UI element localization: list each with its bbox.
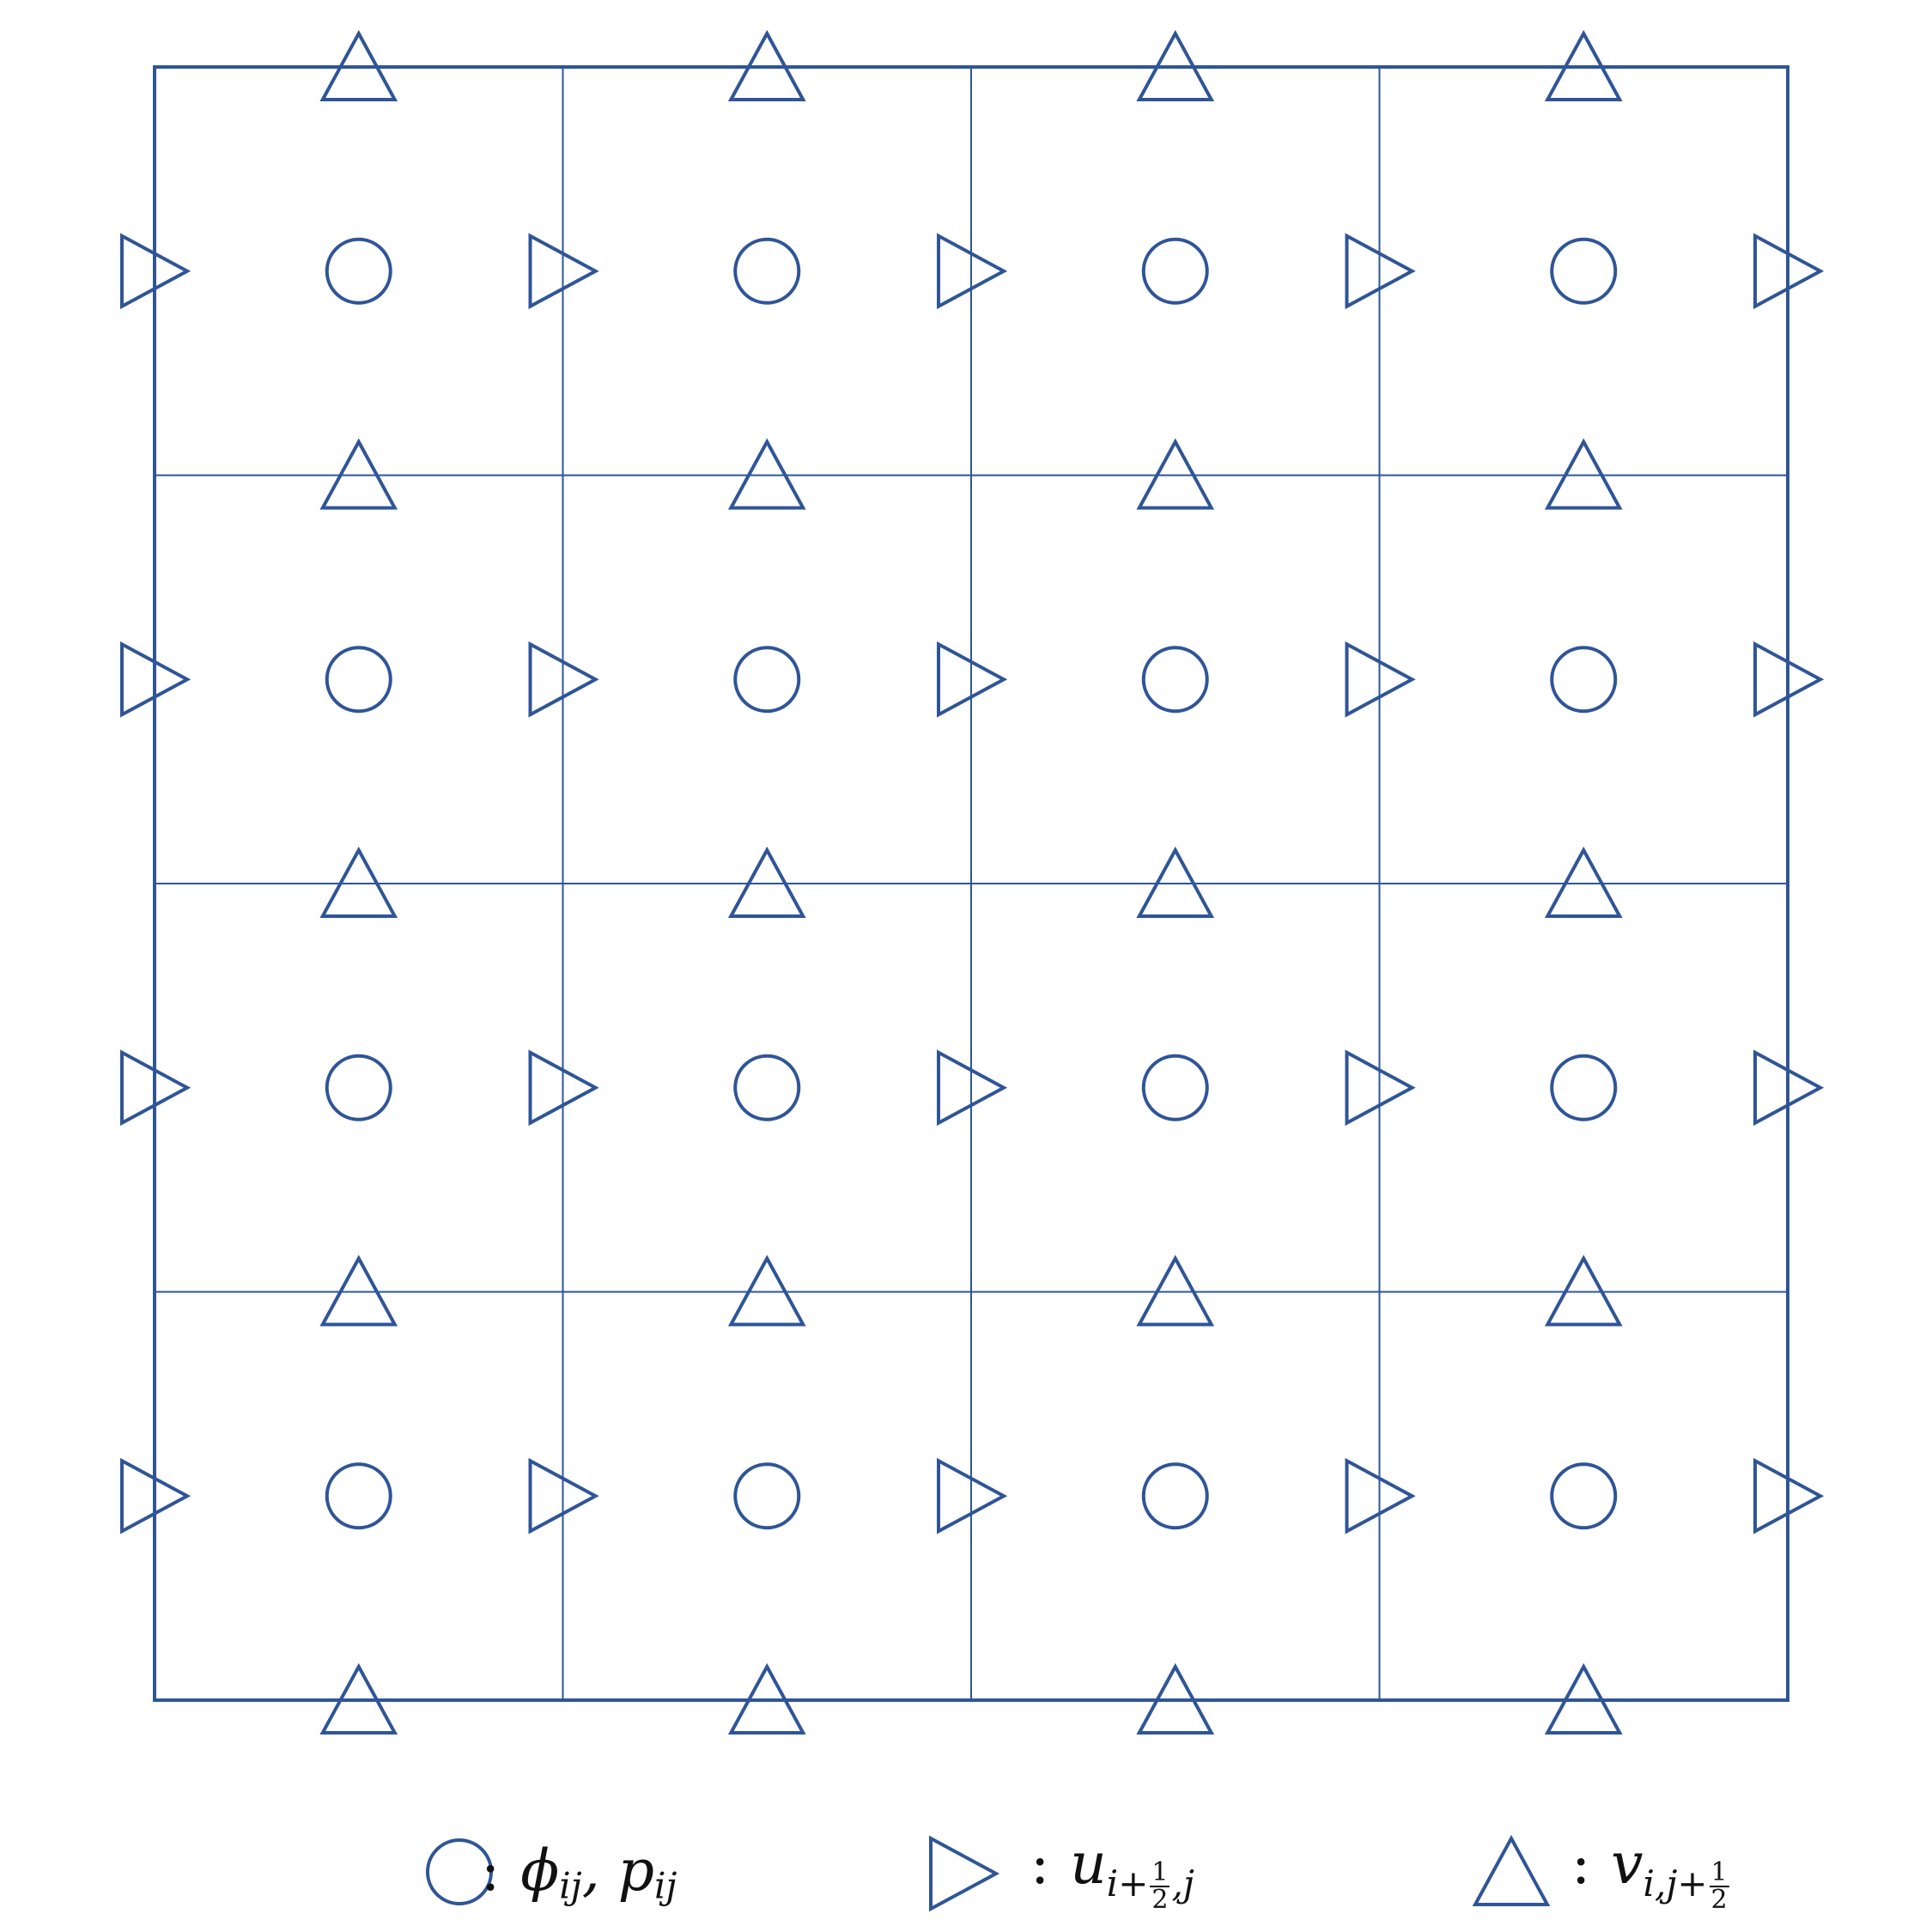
v-face-triangle-marker [1136, 438, 1215, 510]
v-face-triangle-marker [319, 29, 398, 101]
v-face-triangle-marker [1136, 29, 1215, 101]
u-face-triangle-marker [120, 233, 191, 310]
v-face-triangle-marker [727, 846, 806, 918]
grid-lines [153, 65, 1789, 1702]
u-face-triangle-marker [120, 641, 191, 718]
legend-right-triangle-icon [929, 1835, 1000, 1912]
cell-center-circle-marker [1141, 646, 1209, 714]
legend-icons [426, 1834, 1551, 1912]
u-face-triangle-marker [1753, 641, 1825, 718]
v-face-triangle-marker [319, 846, 398, 918]
u-face-triangle-marker [1345, 1049, 1416, 1127]
v-face-triangle-marker [727, 438, 806, 510]
v-face-triangle-marker [727, 29, 806, 101]
cell-center-circle-marker [325, 646, 392, 714]
cell-center-circle-marker [1141, 1462, 1209, 1530]
u-face-triangle-marker [1753, 1457, 1825, 1534]
cell-center-circle-marker [1550, 237, 1618, 305]
u-face-triangle-marker [1753, 1049, 1825, 1127]
cell-center-circle-marker [733, 237, 801, 305]
v-face-triangle-marker [1136, 1255, 1215, 1327]
cell-center-circle-marker [733, 1462, 801, 1530]
cell-center-circle-marker [733, 1054, 801, 1121]
u-face-triangle-marker [937, 1049, 1008, 1127]
legend-circle-label: :ϕij, pij [481, 1837, 677, 1907]
v-face-triangle-marker [1544, 1255, 1623, 1327]
v-face-triangle-marker [727, 1662, 806, 1735]
v-face-triangle-marker [727, 1255, 806, 1327]
u-face-triangle-marker [937, 641, 1008, 718]
v-face-triangle-marker [319, 1662, 398, 1735]
u-face-triangle-marker [1345, 1457, 1416, 1534]
u-face-triangle-marker [120, 1457, 191, 1534]
grid-markers [120, 29, 1825, 1735]
u-face-triangle-marker [528, 233, 599, 310]
cell-center-circle-marker [1550, 1054, 1618, 1121]
u-face-triangle-marker [528, 1457, 599, 1534]
u-face-triangle-marker [937, 233, 1008, 310]
u-face-triangle-marker [937, 1457, 1008, 1534]
v-face-triangle-marker [1136, 1662, 1215, 1735]
v-face-triangle-marker [319, 1255, 398, 1327]
v-face-triangle-marker [1544, 438, 1623, 510]
v-face-triangle-marker [1136, 846, 1215, 918]
cell-center-circle-marker [733, 646, 801, 714]
cell-center-circle-marker [325, 237, 392, 305]
v-face-triangle-marker [1544, 29, 1623, 101]
cell-center-circle-marker [1141, 237, 1209, 305]
u-face-triangle-marker [1345, 233, 1416, 310]
u-face-triangle-marker [120, 1049, 191, 1127]
u-face-triangle-marker [1753, 233, 1825, 310]
cell-center-circle-marker [1550, 1462, 1618, 1530]
cell-center-circle-marker [1550, 646, 1618, 714]
legend-circle-icon [426, 1838, 493, 1905]
cell-center-circle-marker [325, 1054, 392, 1121]
u-face-triangle-marker [1345, 641, 1416, 718]
v-face-triangle-marker [1544, 846, 1623, 918]
v-face-triangle-marker [319, 438, 398, 510]
v-face-triangle-marker [1544, 1662, 1623, 1735]
u-face-triangle-marker [528, 641, 599, 718]
u-face-triangle-marker [528, 1049, 599, 1127]
legend-up-triangle-icon [1472, 1834, 1551, 1906]
legend-circle: :ϕij, pij [481, 1820, 677, 1923]
cell-center-circle-marker [325, 1462, 392, 1530]
cell-center-circle-marker [1141, 1054, 1209, 1121]
